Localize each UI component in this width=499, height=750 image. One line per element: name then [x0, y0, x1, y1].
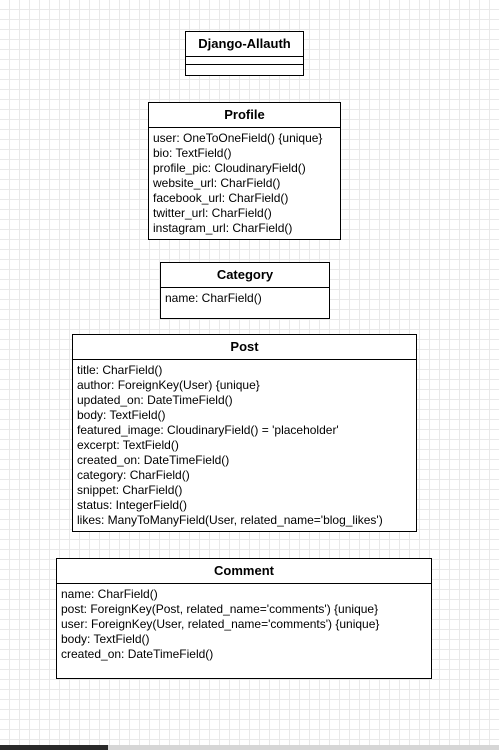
class-post[interactable]: Post title: CharField() author: ForeignK… [72, 334, 417, 532]
attribute: website_url: CharField() [153, 176, 281, 190]
attribute: created_on: DateTimeField() [77, 453, 230, 467]
attribute: name: CharField() [165, 291, 262, 305]
class-title: Profile [149, 103, 340, 128]
class-category[interactable]: Category name: CharField() [160, 262, 330, 319]
scrollbar-thumb[interactable] [0, 745, 108, 750]
attribute: updated_on: DateTimeField() [77, 393, 233, 407]
class-title: Post [73, 335, 416, 360]
attribute-compartment: name: CharField() post: ForeignKey(Post,… [57, 584, 431, 662]
attribute-compartment [186, 57, 303, 65]
attribute: profile_pic: CloudinaryField() [153, 161, 306, 175]
class-title: Comment [57, 559, 431, 584]
attribute: author: ForeignKey(User) {unique} [77, 378, 260, 392]
attribute-compartment: name: CharField() [161, 288, 329, 306]
horizontal-scrollbar[interactable] [0, 745, 499, 750]
attribute: featured_image: CloudinaryField() = 'pla… [77, 423, 339, 437]
attribute: bio: TextField() [153, 146, 232, 160]
attribute: category: CharField() [77, 468, 190, 482]
attribute: likes: ManyToManyField(User, related_nam… [77, 513, 383, 527]
attribute: facebook_url: CharField() [153, 191, 289, 205]
attribute: excerpt: TextField() [77, 438, 179, 452]
attribute: status: IntegerField() [77, 498, 188, 512]
attribute: instagram_url: CharField() [153, 221, 293, 235]
attribute: snippet: CharField() [77, 483, 183, 497]
class-django-allauth[interactable]: Django-Allauth [185, 31, 304, 76]
attribute: user: ForeignKey(User, related_name='com… [61, 617, 380, 631]
attribute: user: OneToOneField() {unique} [153, 131, 323, 145]
attribute: name: CharField() [61, 587, 158, 601]
class-title: Category [161, 263, 329, 288]
attribute: body: TextField() [61, 632, 150, 646]
attribute-compartment: title: CharField() author: ForeignKey(Us… [73, 360, 416, 528]
attribute: twitter_url: CharField() [153, 206, 272, 220]
attribute: created_on: DateTimeField() [61, 647, 214, 661]
class-profile[interactable]: Profile user: OneToOneField() {unique} b… [148, 102, 341, 240]
attribute: title: CharField() [77, 363, 163, 377]
class-comment[interactable]: Comment name: CharField() post: ForeignK… [56, 558, 432, 679]
attribute: body: TextField() [77, 408, 166, 422]
attribute-compartment: user: OneToOneField() {unique} bio: Text… [149, 128, 340, 236]
class-title: Django-Allauth [186, 32, 303, 57]
attribute: post: ForeignKey(Post, related_name='com… [61, 602, 379, 616]
